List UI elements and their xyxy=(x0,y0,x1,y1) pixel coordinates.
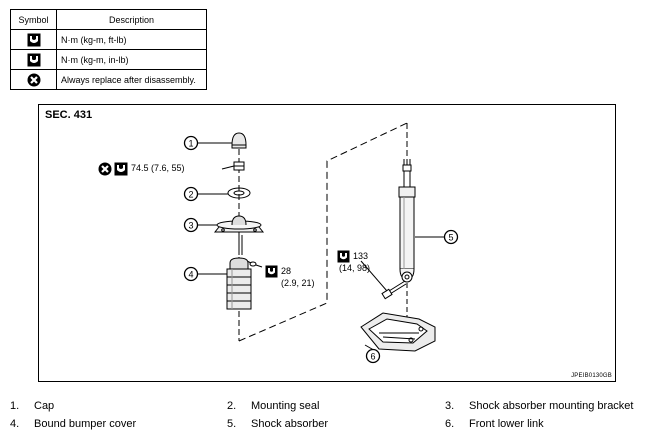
legend-header-row: Symbol Description xyxy=(10,9,207,30)
callout-5: 5 xyxy=(443,229,459,245)
exploded-diagram: SEC. 431 xyxy=(38,104,616,382)
bolt-torque-value: 133 xyxy=(353,251,369,261)
mounting-bracket-part xyxy=(213,215,265,233)
diagram-drawing: 1 2 3 4 5 6 xyxy=(98,122,459,364)
part-name: Front lower link xyxy=(469,418,544,430)
part-number: 4. xyxy=(10,418,20,430)
legend-header-symbol: Symbol xyxy=(10,9,57,30)
part-number: 1. xyxy=(10,400,20,412)
torque-wrench-ft-lb-icon xyxy=(337,250,350,263)
front-lower-link-part xyxy=(360,312,436,352)
part-number: 3. xyxy=(445,400,455,412)
legend-row: N·m (kg-m, in-lb) xyxy=(10,49,207,70)
legend-row: N·m (kg-m, ft-lb) xyxy=(10,29,207,50)
callout-4: 4 xyxy=(183,266,199,282)
assembly-link-line xyxy=(238,122,408,342)
callout-3: 3 xyxy=(183,217,199,233)
bound-bumper-cover-part xyxy=(226,257,252,310)
legend-description: N·m (kg-m, in-lb) xyxy=(56,49,207,70)
callout-5-label: 5 xyxy=(448,233,453,243)
legend-description: Always replace after disassembly. xyxy=(56,69,207,90)
part-name: Shock absorber xyxy=(251,418,329,430)
callout-2: 2 xyxy=(183,186,199,202)
callout-1-label: 1 xyxy=(188,139,193,149)
callout-3-label: 3 xyxy=(188,221,193,231)
figure-code: JPEIB0130GB xyxy=(571,373,612,379)
callout-4-label: 4 xyxy=(188,270,193,280)
callout-6: 6 xyxy=(365,348,381,364)
part-name: Shock absorber mounting bracket xyxy=(469,400,634,412)
shock-absorber-part xyxy=(398,159,416,283)
callout-2-label: 2 xyxy=(188,190,193,200)
part-name: Bound bumper cover xyxy=(34,418,137,430)
part-number: 2. xyxy=(227,400,237,412)
bracket-torque-paren: (2.9, 21) xyxy=(281,278,315,288)
symbol-legend-table: Symbol Description N·m (kg-m, ft-lb) N·m… xyxy=(10,9,207,90)
torque-wrench-ft-lb-icon xyxy=(265,265,278,278)
torque-wrench-in-lb-icon xyxy=(27,53,40,66)
always-replace-icon xyxy=(98,162,112,176)
nut-torque-spec: 74.5 (7.6, 55) xyxy=(131,163,185,173)
shock-bolt-part xyxy=(381,280,407,300)
legend-header-description: Description xyxy=(56,9,207,30)
nut-part xyxy=(233,161,245,171)
callout-1: 1 xyxy=(183,135,199,151)
part-number: 5. xyxy=(227,418,237,430)
part-number: 6. xyxy=(445,418,455,430)
torque-wrench-ft-lb-icon xyxy=(114,162,128,176)
torque-wrench-ft-lb-icon xyxy=(27,33,40,46)
bracket-torque-value: 28 xyxy=(281,266,292,276)
section-label: SEC. 431 xyxy=(45,109,93,121)
bolt-torque-paren: (14, 98) xyxy=(339,263,371,273)
cap-part xyxy=(231,132,247,149)
mounting-seal-part xyxy=(227,187,251,199)
part-name: Mounting seal xyxy=(251,400,320,412)
part-name: Cap xyxy=(34,400,55,412)
legend-description: N·m (kg-m, ft-lb) xyxy=(56,29,207,50)
legend-row: Always replace after disassembly. xyxy=(10,69,207,90)
callout-6-label: 6 xyxy=(370,352,375,362)
always-replace-icon xyxy=(27,73,40,86)
